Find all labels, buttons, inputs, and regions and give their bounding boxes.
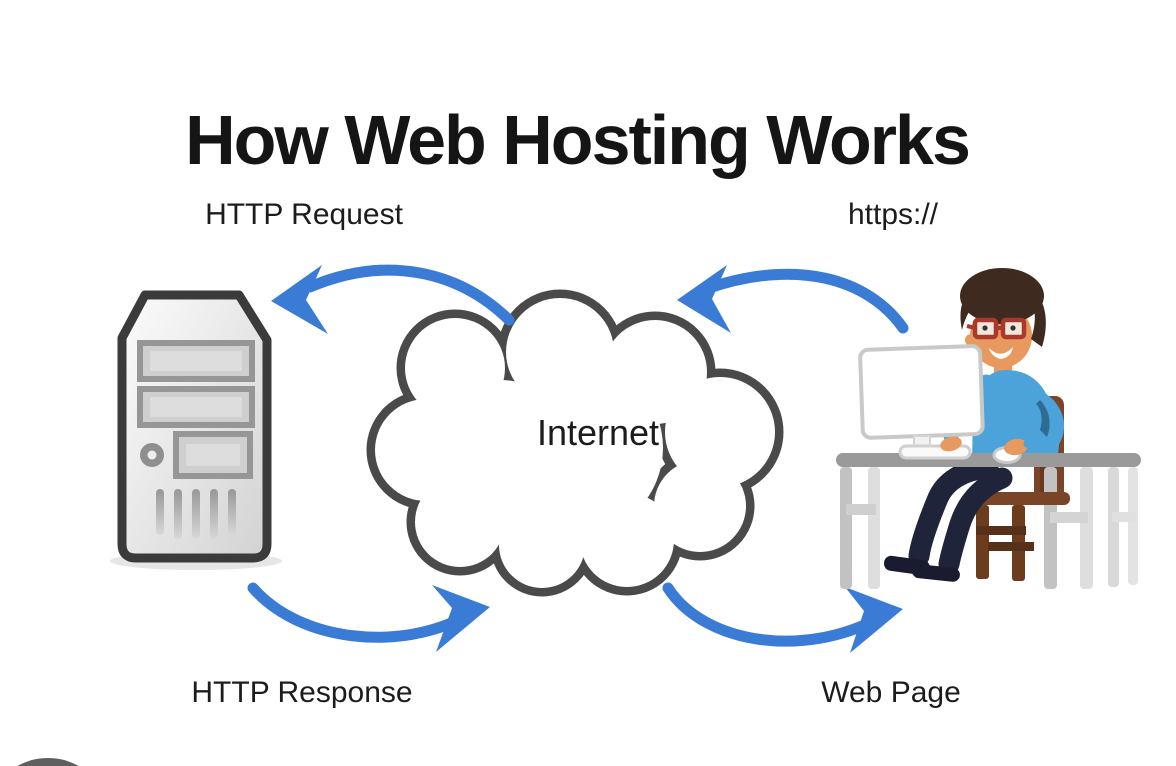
arrow-response-internet-to-user-icon bbox=[662, 582, 903, 653]
user-at-computer-icon bbox=[836, 268, 1141, 589]
label-http-response: HTTP Response bbox=[191, 676, 413, 709]
server-vents bbox=[156, 489, 236, 539]
internet-cloud-icon bbox=[366, 289, 784, 597]
person-head bbox=[960, 268, 1046, 374]
person-legs bbox=[884, 457, 1013, 582]
chair-legs bbox=[968, 492, 1070, 581]
label-internet: Internet bbox=[536, 412, 660, 453]
shoe bbox=[912, 564, 960, 582]
monitor-icon bbox=[858, 344, 985, 460]
keyboard-icon bbox=[898, 444, 972, 460]
hand bbox=[1004, 438, 1028, 456]
partial-circle-decoration bbox=[17, 758, 79, 766]
server-icon bbox=[110, 290, 282, 570]
diagram-title: How Web Hosting Works bbox=[185, 100, 971, 179]
label-http-request: HTTP Request bbox=[205, 198, 403, 231]
arrow-request-user-to-internet-icon bbox=[677, 265, 909, 334]
hair bbox=[960, 268, 1044, 324]
hand bbox=[940, 436, 962, 452]
glasses-icon bbox=[966, 317, 1027, 340]
smile bbox=[989, 347, 1013, 359]
label-web-page: Web Page bbox=[821, 676, 961, 709]
arrow-request-internet-to-server-icon bbox=[271, 264, 515, 334]
label-https: https:// bbox=[847, 198, 939, 231]
arrow-response-server-to-internet-icon bbox=[247, 582, 490, 652]
cloud-fill bbox=[375, 298, 775, 588]
desk-icon bbox=[836, 453, 1141, 467]
